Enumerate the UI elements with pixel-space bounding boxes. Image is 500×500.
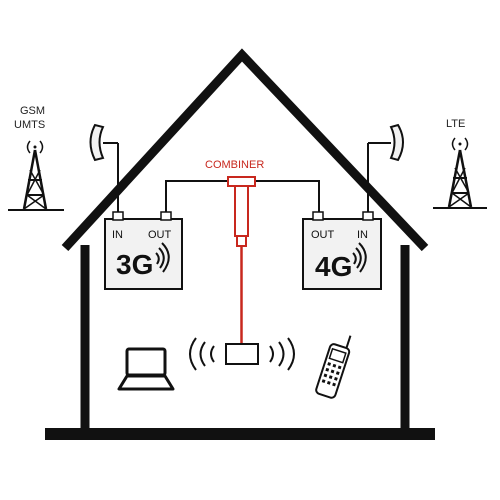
panel-antenna-icon [367, 123, 404, 214]
tower-right-label: LTE [446, 118, 465, 130]
unit-right-band-label: 4G [315, 251, 352, 282]
cell-tower-icon [8, 149, 64, 211]
unit-left-band-label: 3G [116, 249, 153, 280]
mobile-phone-icon [315, 335, 352, 399]
signal-icon [451, 137, 469, 151]
repeater-unit-4g [302, 211, 382, 290]
cell-tower-icon [433, 149, 487, 209]
house-outline [45, 48, 435, 440]
unit-right-out-label: OUT [311, 229, 335, 241]
panel-antenna-icon [89, 123, 119, 214]
signal-icon [352, 242, 367, 273]
unit-right-in-label: IN [357, 229, 368, 241]
combiner-label: COMBINER [205, 159, 264, 171]
laptop-icon [117, 347, 175, 391]
unit-left-out-label: OUT [148, 229, 172, 241]
indoor-antenna-icon [225, 343, 259, 365]
combiner-icon [227, 176, 256, 344]
signal-icon [155, 242, 170, 273]
signal-icon [26, 140, 44, 154]
tower-left-label-2: UMTS [14, 119, 45, 131]
unit-left-in-label: IN [112, 229, 123, 241]
coax-cables [165, 180, 320, 214]
tower-left-label-1: GSM [20, 105, 45, 117]
signal-icon [189, 337, 295, 371]
